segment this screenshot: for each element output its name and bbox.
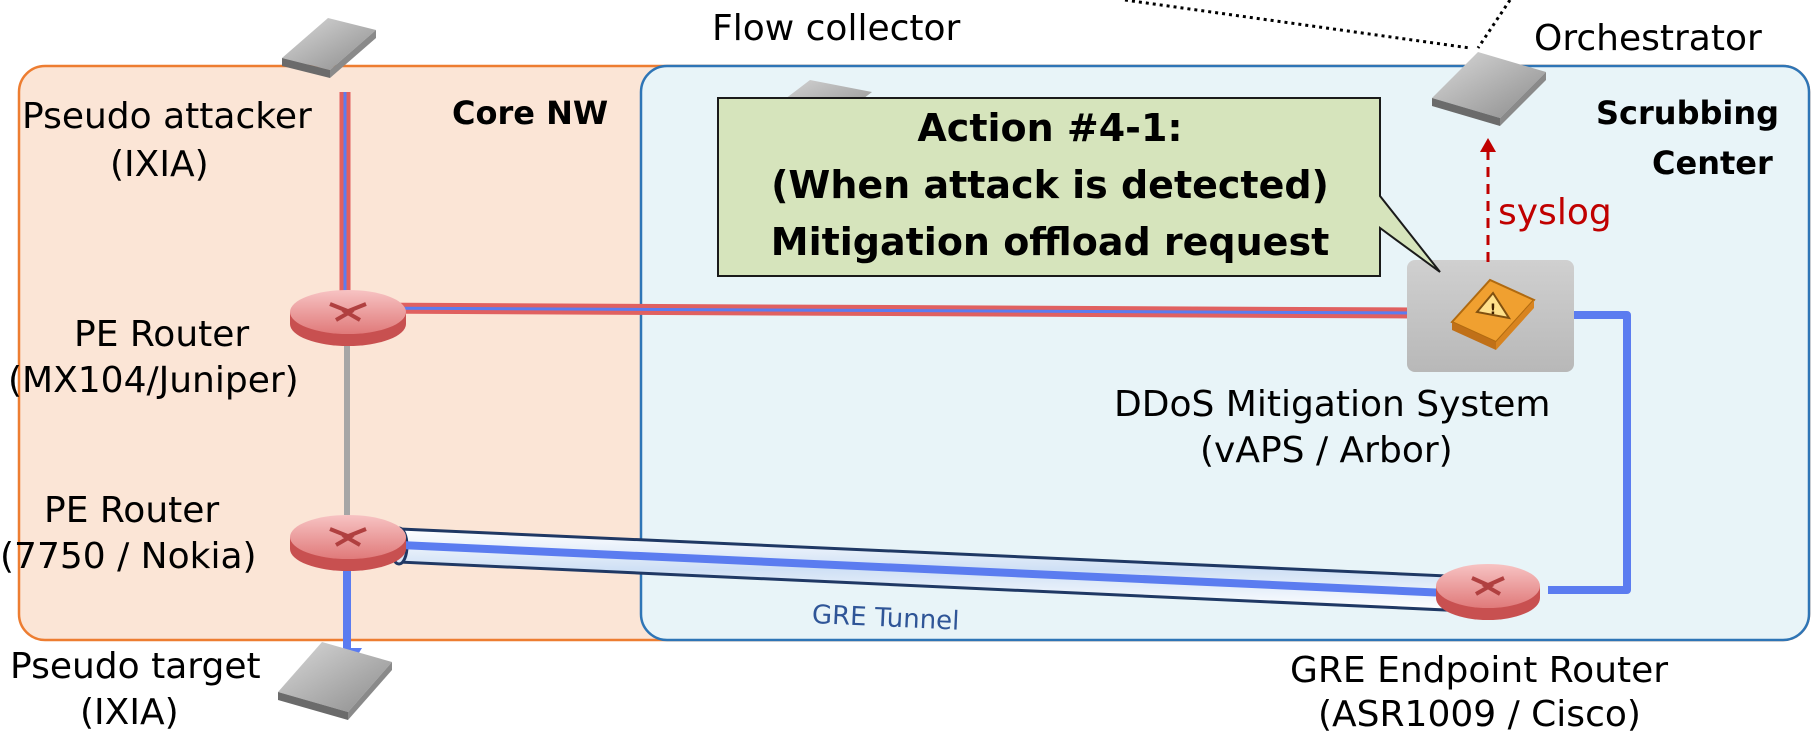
gre-tunnel-label: GRE Tunnel: [811, 600, 961, 637]
pe-router-1-icon: [290, 290, 406, 346]
flow-collector-label: Flow collector: [712, 8, 961, 49]
clean-path-blue: [1548, 311, 1631, 594]
pseudo-target-server-icon: [278, 642, 392, 720]
pe-router-1-label-2: (MX104/Juniper): [8, 360, 299, 401]
orchestrator-server-icon: [1432, 52, 1546, 126]
pseudo-target-label-2: (IXIA): [80, 692, 179, 733]
gre-endpoint-router-icon: [1436, 564, 1540, 620]
scrubbing-center-label-2: Center: [1652, 144, 1773, 182]
core-nw-label: Core NW: [452, 94, 609, 132]
ddos-system-label-1: DDoS Mitigation System: [1114, 384, 1551, 425]
pseudo-attacker-server-icon: [282, 18, 376, 78]
gre-endpoint-label-2: (ASR1009 / Cisco): [1318, 694, 1641, 735]
pe-router-2-label-1: PE Router: [44, 490, 220, 531]
pseudo-attacker-label-2: (IXIA): [110, 144, 209, 185]
callout-line-3: Mitigation offload request: [770, 220, 1330, 264]
action-callout-text: Action #4-1: (When attack is detected) M…: [718, 100, 1382, 271]
action-callout-box: [717, 97, 1441, 277]
pseudo-target-label-1: Pseudo target: [10, 646, 261, 687]
pe-router-2-label-2: (7750 / Nokia): [0, 536, 257, 577]
callout-line-1: Action #4-1:: [917, 106, 1183, 150]
ddos-system-label-2: (vAPS / Arbor): [1200, 430, 1453, 471]
syslog-label: syslog: [1498, 192, 1612, 233]
ddos-mitigation-system-icon: !: [1407, 260, 1574, 372]
orchestrator-label: Orchestrator: [1534, 18, 1762, 59]
orchestrator-link-left: [1124, 0, 1471, 50]
pseudo-attacker-label-1: Pseudo attacker: [22, 96, 312, 137]
gre-endpoint-label-1: GRE Endpoint Router: [1290, 650, 1669, 691]
orchestrator-link-right: [1476, 0, 1512, 49]
scrubbing-center-label-1: Scrubbing: [1596, 94, 1780, 132]
svg-text:!: !: [1490, 302, 1496, 318]
syslog-arrow-head: [1480, 138, 1496, 152]
pe-router-1-label-1: PE Router: [74, 314, 250, 355]
pe-router-2-icon: [290, 515, 406, 571]
callout-line-2: (When attack is detected): [771, 163, 1329, 207]
